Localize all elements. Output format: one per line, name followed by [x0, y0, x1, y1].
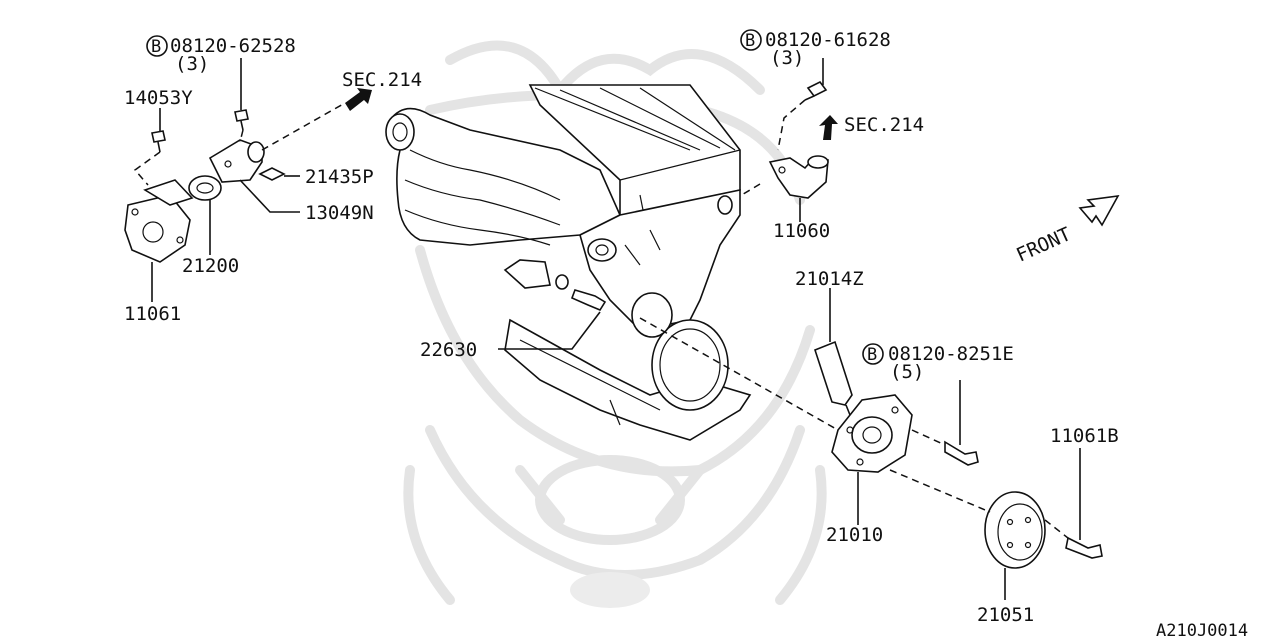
bolt-callout-pump: B 08120-8251E (5) [862, 343, 1014, 383]
label-08120-62528: 08120-62528 [170, 35, 296, 57]
label-21051: 21051 [977, 604, 1034, 626]
label-sec-left: SEC.214 [342, 69, 422, 91]
label-front: FRONT [1013, 223, 1074, 266]
label-qty-pump: (5) [890, 361, 924, 383]
label-14053Y: 14053Y [124, 87, 193, 109]
label-qty-tl: (3) [175, 53, 209, 75]
label-11061B: 11061B [1050, 425, 1119, 447]
label-21014Z: 21014Z [795, 268, 864, 290]
watermark-emblem [403, 40, 827, 608]
front-arrow-icon [1078, 194, 1120, 227]
label-21010: 21010 [826, 524, 883, 546]
label-qty-tr: (3) [770, 47, 804, 69]
bolt-marker: B [151, 37, 161, 57]
label-21200: 21200 [182, 255, 239, 277]
label-sec-right: SEC.214 [844, 114, 924, 136]
sec-arrow-left [345, 88, 372, 111]
label-08120-61628: 08120-61628 [765, 29, 891, 51]
leader-lines [151, 58, 1081, 600]
water-pump-group [639, 317, 1103, 569]
bolt-callout-top-right: B 08120-61628 (3) [740, 29, 891, 69]
bolt-callout-top-left: B 08120-62528 (3) [146, 35, 296, 75]
label-11061: 11061 [124, 303, 181, 325]
label-22630: 22630 [420, 339, 477, 361]
bolt-marker: B [745, 31, 755, 51]
label-08120-8251E: 08120-8251E [888, 343, 1014, 365]
label-21435P: 21435P [305, 166, 374, 188]
diagram-code: A210J0014 [1156, 621, 1248, 639]
sec-arrow-right [819, 115, 838, 140]
thermostat-housing-group [124, 102, 346, 263]
water-outlet-11060-group [739, 80, 829, 199]
temperature-sensor-22630 [555, 274, 607, 311]
label-11060: 11060 [773, 220, 830, 242]
bolt-marker: B [867, 345, 877, 365]
engine-assembly [385, 84, 752, 441]
label-13049N: 13049N [305, 202, 374, 224]
